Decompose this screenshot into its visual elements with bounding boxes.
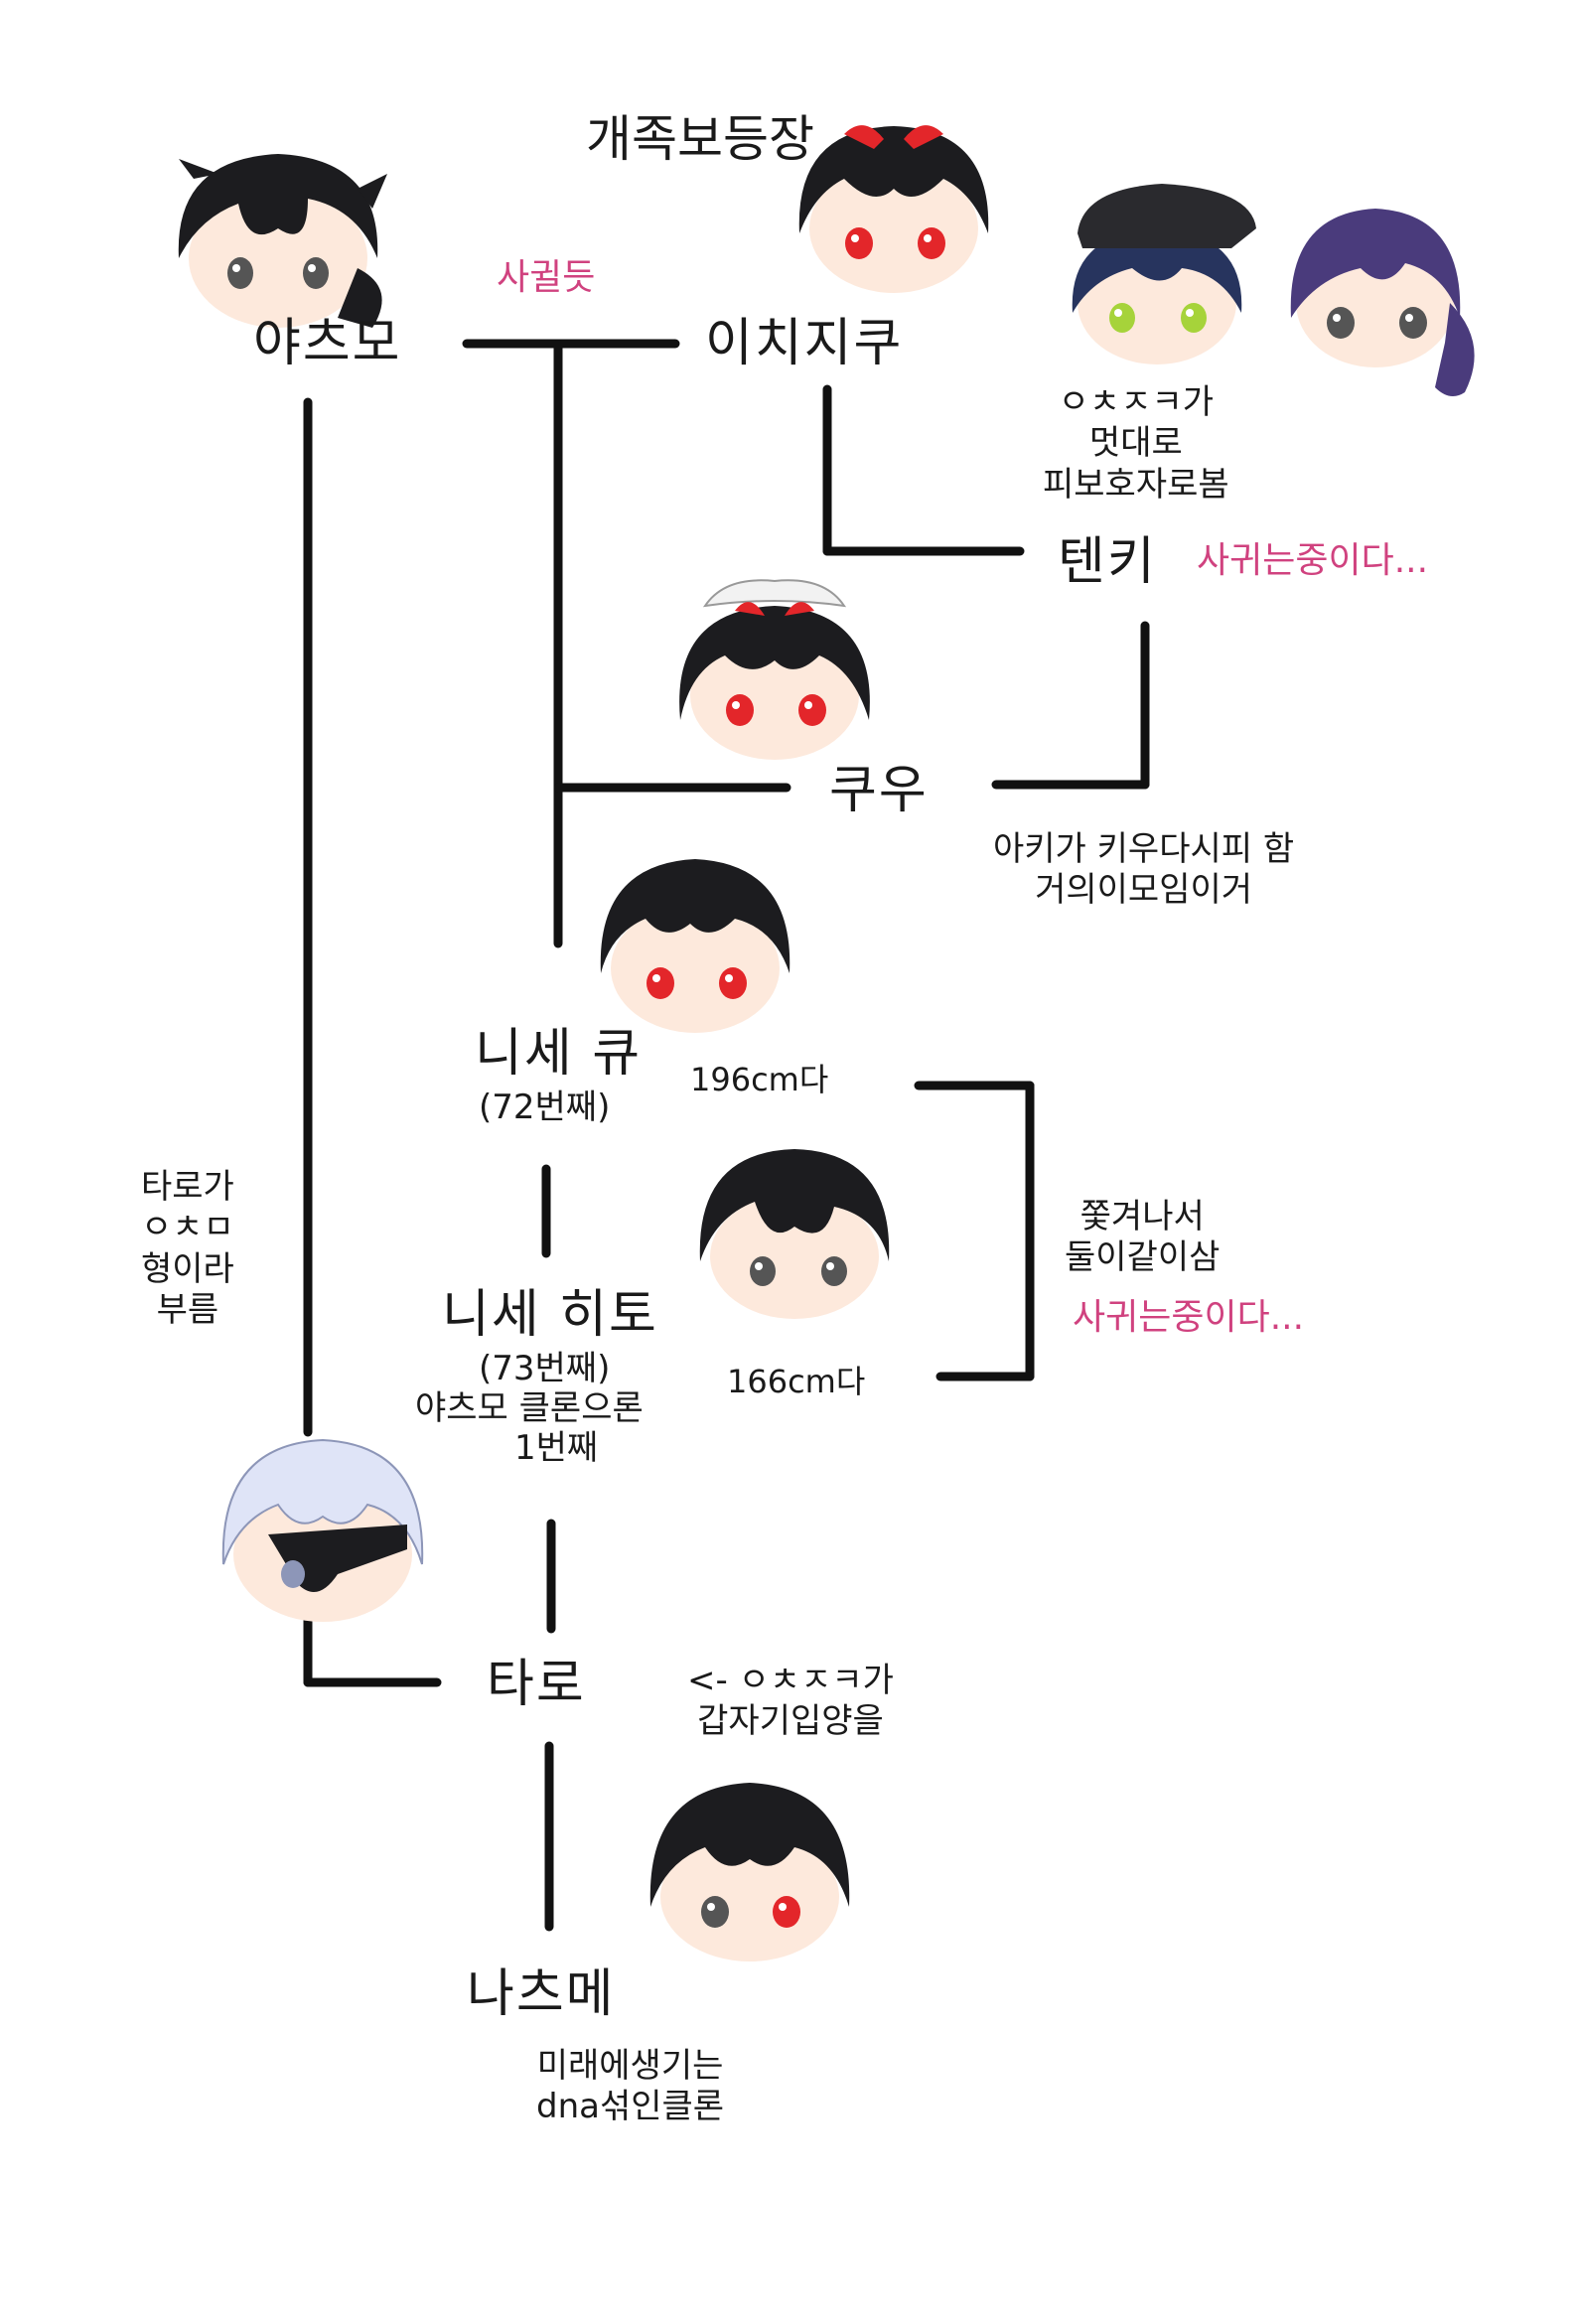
taro-adoption-line-2: 갑자기입양을 <box>697 1701 884 1742</box>
purple-character-portrait <box>1290 209 1475 396</box>
nise-note: 쫓겨나서 둘이같이삼 <box>1065 1197 1220 1279</box>
guardian-note-line-1: ㅇㅊㅈㅋ가 <box>1058 382 1215 422</box>
taro-call-line-4: 부름 <box>156 1290 219 1331</box>
node-ichijiku: 이치지쿠 <box>705 314 904 373</box>
nise-kyu-order: (72번째) <box>479 1088 611 1127</box>
node-tenki: 텐키 <box>1058 532 1157 592</box>
guardian-note: ㅇㅊㅈㅋ가 멋대로 피보호자로봄 <box>1043 382 1229 506</box>
ichijiku-relation-label: 사귈듯 <box>497 257 596 298</box>
natsume-note: 미래에생기는 dna섞인클론 <box>536 2046 724 2128</box>
kuu-note-line-2: 거의이모임이거 <box>1035 870 1253 911</box>
taro-call-note: 타로가 ㅇㅊㅁ 형이라 부름 <box>141 1167 234 1332</box>
nise-hito-clone-order: 1번째 <box>514 1428 599 1468</box>
taro-adoption-note: <- ㅇㅊㅈㅋ가 갑자기입양을 <box>687 1661 894 1743</box>
node-natsume: 나츠메 <box>467 1964 616 2024</box>
node-nise-hito: 니세 히토 <box>442 1285 658 1345</box>
taro-call-line-1: 타로가 <box>141 1167 234 1207</box>
tenki-relation-label: 사귀는중이다... <box>1197 540 1429 581</box>
nise-note-line-2: 둘이같이삼 <box>1065 1237 1221 1278</box>
taro-call-line-3: 형이라 <box>141 1248 234 1289</box>
natsume-note-line-2: dna섞인클론 <box>536 2087 725 2127</box>
taro-call-line-2: ㅇㅊㅁ <box>141 1208 234 1248</box>
nise-relation-label: 사귀는중이다... <box>1073 1297 1305 1338</box>
guardian-note-line-3: 피보호자로봄 <box>1043 464 1229 505</box>
node-yatsumo: 야츠모 <box>253 314 402 373</box>
natsume-portrait <box>649 1783 850 1961</box>
taro-adoption-line-1: <- ㅇㅊㅈㅋ가 <box>687 1661 894 1700</box>
node-kuu: 쿠우 <box>829 761 929 820</box>
tenki-portrait <box>1072 184 1256 364</box>
node-taro: 타로 <box>487 1655 586 1714</box>
natsume-note-line-1: 미래에생기는 <box>536 2046 724 2086</box>
nise-hito-clone-note: 야츠모 클론으론 <box>415 1388 644 1428</box>
guardian-note-line-2: 멋대로 <box>1088 423 1183 464</box>
nise-note-line-1: 쫓겨나서 <box>1079 1197 1205 1236</box>
node-nise-kyu: 니세 큐 <box>475 1024 643 1084</box>
nise-kyu-height: 196cm다 <box>690 1061 829 1098</box>
kuu-note: 아키가 키우다시피 함 거의이모임이거 <box>993 829 1294 912</box>
diagram-title: 개족보등장 <box>586 110 814 168</box>
ichijiku-portrait <box>798 125 989 293</box>
nise-hito-order: (73번째) <box>479 1349 611 1388</box>
nise-hito-portrait <box>699 1149 890 1319</box>
nise-hito-height: 166cm다 <box>727 1363 866 1400</box>
nise-kyu-portrait <box>600 859 790 1033</box>
yatsumo-portrait <box>178 154 387 328</box>
kuu-portrait <box>679 579 870 760</box>
kuu-note-line-1: 아키가 키우다시피 함 <box>993 829 1295 869</box>
taro-portrait <box>221 1438 424 1622</box>
